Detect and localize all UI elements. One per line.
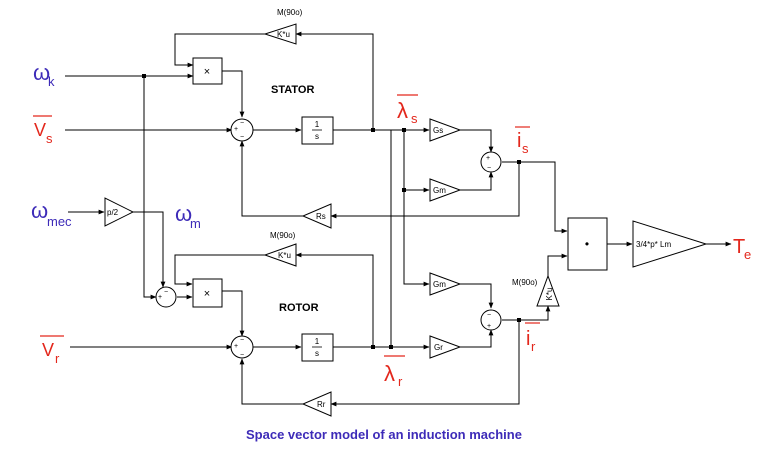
sum-rotor[interactable]: + − − [230, 335, 254, 359]
gain-gm-stator[interactable]: Gm [429, 178, 462, 202]
rotation-gain-current-body: K*u [545, 288, 554, 301]
multiplier-rotor-symbol: × [204, 288, 210, 300]
gain-rs-label: Rs [316, 212, 326, 221]
gain-gm-rotor[interactable]: Gm [429, 272, 462, 296]
gain-gs-label: Gs [433, 126, 443, 135]
integrator-rotor[interactable]: 1 s [301, 333, 334, 362]
svg-text:−: − [487, 312, 491, 319]
svg-text:+: + [234, 343, 238, 350]
svg-text:−: − [164, 289, 168, 296]
torque-gain-label: 3/4*p* Lm [636, 240, 671, 249]
label-t-e-sub: e [744, 247, 751, 262]
rotation-gain-current[interactable]: M(90o) K*u [512, 274, 560, 307]
label-i-s-main: i [517, 130, 521, 152]
sum-stator[interactable]: + − − [230, 118, 254, 142]
rotor-label: ROTOR [279, 302, 319, 314]
diagram-caption: Space vector model of an induction machi… [246, 427, 522, 442]
label-i-s-sub: s [522, 141, 529, 156]
label-lambda-s-main: λ [397, 98, 408, 123]
integrator-stator[interactable]: 1 s [301, 116, 334, 145]
integrator-stator-den: s [315, 132, 319, 141]
label-t-e-main: T [733, 236, 745, 258]
svg-text:+: + [158, 294, 162, 301]
label-i-r: i r [525, 322, 540, 354]
sum-stator-current[interactable]: + − [480, 151, 502, 173]
label-omega-m: ω m [175, 201, 201, 231]
gain-pole-pairs-label: p/2 [107, 208, 119, 217]
label-i-r-main: i [526, 328, 530, 350]
dot-product-symbol: • [585, 237, 589, 251]
svg-text:−: − [240, 352, 244, 359]
label-t-e: T e [733, 236, 751, 262]
rotation-gain-rotor[interactable]: M(90o) K*u [263, 231, 297, 267]
label-lambda-s-sub: s [411, 111, 418, 126]
label-omega-k-sub: k [48, 74, 55, 89]
integrator-rotor-den: s [315, 349, 319, 358]
label-v-s-sub: s [46, 131, 53, 146]
svg-text:+: + [486, 155, 490, 162]
integrator-rotor-num: 1 [315, 337, 320, 346]
label-v-s-main: V [34, 120, 46, 140]
label-v-r-sub: r [55, 351, 60, 366]
label-v-r-main: V [42, 340, 54, 360]
multiplier-stator-symbol: × [204, 66, 210, 78]
gain-gs[interactable]: Gs [429, 118, 462, 142]
integrator-stator-num: 1 [315, 120, 320, 129]
stator-label: STATOR [271, 84, 314, 96]
svg-text:−: − [240, 337, 244, 344]
label-i-s: i s [515, 126, 530, 156]
label-omega-mec-main: ω [31, 198, 48, 223]
rotation-gain-current-title: M(90o) [512, 278, 538, 287]
torque-gain[interactable]: 3/4*p* Lm [632, 220, 708, 268]
gain-pole-pairs[interactable]: p/2 [104, 197, 135, 227]
gain-rs[interactable]: Rs [301, 203, 332, 229]
rotation-gain-stator-body: K*u [277, 30, 290, 39]
gain-gm-rotor-label: Gm [433, 280, 446, 289]
label-omega-k-main: ω [33, 60, 50, 85]
label-i-r-sub: r [531, 339, 536, 354]
sum-rotor-speed[interactable]: + − [155, 286, 177, 308]
svg-text:+: + [487, 323, 491, 330]
branch-points [142, 74, 521, 349]
svg-text:−: − [487, 165, 491, 172]
gain-rr[interactable]: Rr [301, 391, 332, 417]
rotation-gain-rotor-title: M(90o) [270, 231, 296, 240]
label-lambda-r-main: λ [384, 361, 395, 386]
gain-gm-stator-label: Gm [433, 186, 446, 195]
label-lambda-s: λ s [397, 94, 418, 126]
rotation-gain-stator-title: M(90o) [277, 8, 303, 17]
svg-text:−: − [240, 134, 244, 141]
dot-product-block[interactable]: • [567, 217, 608, 271]
multiplier-stator[interactable]: × [192, 57, 223, 85]
gain-gr-label: Gr [434, 343, 443, 352]
gain-gr[interactable]: Gr [429, 335, 462, 359]
rotation-gain-rotor-body: K*u [278, 251, 291, 260]
label-lambda-r-sub: r [398, 374, 403, 389]
label-omega-mec: ω mec [31, 198, 72, 229]
label-lambda-r: λ r [384, 355, 405, 389]
svg-text:+: + [234, 126, 238, 133]
label-omega-k: ω k [33, 60, 55, 89]
multiplier-rotor[interactable]: × [192, 278, 223, 308]
svg-text:−: − [240, 120, 244, 127]
label-v-s: V s [33, 115, 53, 146]
sum-rotor-current[interactable]: − + [480, 309, 502, 331]
label-omega-m-main: ω [175, 201, 192, 226]
label-omega-mec-sub: mec [47, 214, 72, 229]
label-v-r: V r [40, 335, 64, 366]
signal-wires [65, 31, 732, 407]
rotation-gain-stator[interactable]: M(90o) K*u [263, 8, 303, 45]
label-omega-m-sub: m [190, 216, 201, 231]
gain-rr-label: Rr [317, 400, 326, 409]
